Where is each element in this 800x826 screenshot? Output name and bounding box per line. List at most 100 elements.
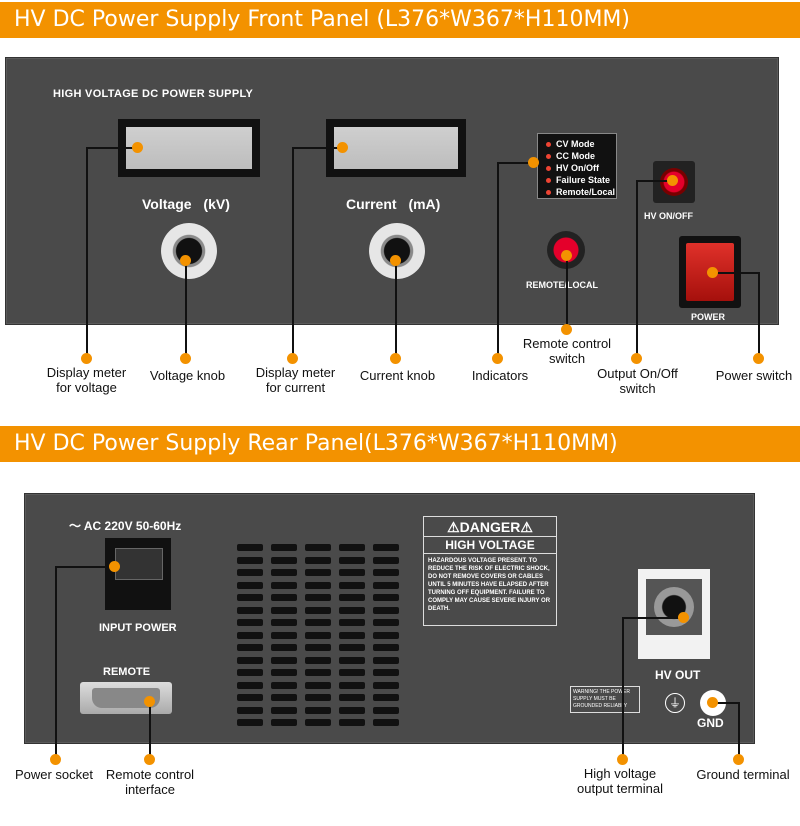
vent-slot: [373, 556, 399, 564]
power-socket[interactable]: [105, 538, 171, 610]
remote-label: REMOTE: [103, 666, 151, 678]
vent-grille: [237, 544, 399, 734]
vent-slot: [339, 681, 365, 689]
vent-slot: [305, 581, 331, 589]
callout-dot: [528, 157, 539, 168]
indicator-cv: CV Mode: [556, 139, 595, 149]
vent-slot: [373, 706, 399, 714]
callout-dot: [561, 250, 572, 261]
callout-dot: [492, 353, 503, 364]
callout-dot: [561, 324, 572, 335]
vent-slot: [271, 581, 297, 589]
voltage-knob[interactable]: [161, 223, 217, 279]
callout-power-socket: Power socket: [14, 767, 94, 782]
remote-db15-connector[interactable]: [80, 682, 172, 714]
vent-slot: [373, 606, 399, 614]
vent-slot: [237, 556, 263, 564]
vent-slot: [373, 544, 399, 551]
vent-slot: [305, 556, 331, 564]
callout-dot: [144, 754, 155, 765]
front-panel: HIGH VOLTAGE DC POWER SUPPLY Voltage (kV…: [5, 57, 779, 325]
vent-slot: [305, 619, 331, 626]
hv-onoff-label: HV ON/OFF: [644, 211, 693, 221]
callout-display-current: Display meter for current: [255, 365, 336, 395]
vent-slot: [339, 606, 365, 614]
indicator-cc: CC Mode: [556, 151, 595, 161]
callout-dot: [667, 175, 678, 186]
vent-slot: [237, 681, 263, 689]
vent-slot: [271, 706, 297, 714]
vent-slot: [271, 619, 297, 626]
vent-slot: [339, 656, 365, 664]
danger-title: ⚠DANGER⚠: [447, 519, 533, 535]
input-power-label: INPUT POWER: [99, 622, 177, 634]
vent-slot: [305, 594, 331, 601]
vent-slot: [305, 569, 331, 576]
vent-slot: [373, 569, 399, 576]
vent-slot: [373, 581, 399, 589]
vent-slot: [271, 719, 297, 726]
led-icon: [546, 178, 551, 184]
voltage-label: Voltage (kV): [142, 196, 230, 212]
indicator-box: CV Mode CC Mode HV On/Off Failure State …: [537, 133, 617, 199]
callout-dot: [132, 142, 143, 153]
callout-current-knob: Current knob: [359, 368, 436, 383]
callout-dot: [50, 754, 61, 765]
led-icon: [546, 190, 551, 196]
vent-slot: [237, 644, 263, 651]
hv-out-terminal[interactable]: [638, 569, 710, 659]
vent-slot: [237, 569, 263, 576]
vent-slot: [339, 706, 365, 714]
vent-slot: [339, 644, 365, 651]
hv-out-label: HV OUT: [655, 668, 701, 682]
callout-dot: [180, 353, 191, 364]
indicator-failure: Failure State: [556, 175, 611, 185]
vent-slot: [237, 694, 263, 701]
current-display: [326, 119, 466, 177]
current-knob[interactable]: [369, 223, 425, 279]
vent-slot: [305, 669, 331, 676]
vent-slot: [339, 569, 365, 576]
vent-slot: [305, 544, 331, 551]
vent-slot: [339, 669, 365, 676]
front-panel-banner: HV DC Power Supply Front Panel (L376*W36…: [0, 2, 800, 38]
vent-slot: [305, 606, 331, 614]
vent-slot: [305, 631, 331, 639]
vent-slot: [271, 644, 297, 651]
vent-slot: [373, 656, 399, 664]
vent-slot: [339, 556, 365, 564]
danger-text: HAZARDOUS VOLTAGE PRESENT. TO REDUCE THE…: [428, 558, 551, 612]
vent-slot: [271, 556, 297, 564]
remote-local-label: REMOTE/LOCAL: [526, 280, 598, 290]
vent-slot: [305, 694, 331, 701]
vent-slot: [373, 631, 399, 639]
vent-slot: [305, 644, 331, 651]
vent-slot: [237, 594, 263, 601]
callout-ground-terminal: Ground terminal: [696, 767, 790, 782]
vent-slot: [305, 706, 331, 714]
callout-dot: [707, 697, 718, 708]
callout-dot: [144, 696, 155, 707]
vent-slot: [271, 594, 297, 601]
vent-slot: [373, 681, 399, 689]
callout-dot: [617, 754, 628, 765]
callout-dot: [733, 754, 744, 765]
callout-dot: [678, 612, 689, 623]
vent-slot: [339, 694, 365, 701]
callout-voltage-knob: Voltage knob: [149, 368, 226, 383]
vent-slot: [305, 681, 331, 689]
vent-slot: [373, 644, 399, 651]
vent-slot: [237, 631, 263, 639]
callout-dot: [180, 255, 191, 266]
vent-slot: [271, 606, 297, 614]
ac-voltage-label: ～ AC 220V 50-60Hz: [69, 519, 182, 533]
vent-slot: [339, 619, 365, 626]
vent-slot: [271, 656, 297, 664]
callout-dot: [390, 353, 401, 364]
callout-dot: [631, 353, 642, 364]
vent-slot: [339, 544, 365, 551]
callout-remote-interface: Remote control interface: [105, 767, 195, 797]
rear-panel-banner: HV DC Power Supply Rear Panel(L376*W367*…: [0, 426, 800, 462]
callout-power-switch: Power switch: [715, 368, 793, 383]
vent-slot: [271, 694, 297, 701]
